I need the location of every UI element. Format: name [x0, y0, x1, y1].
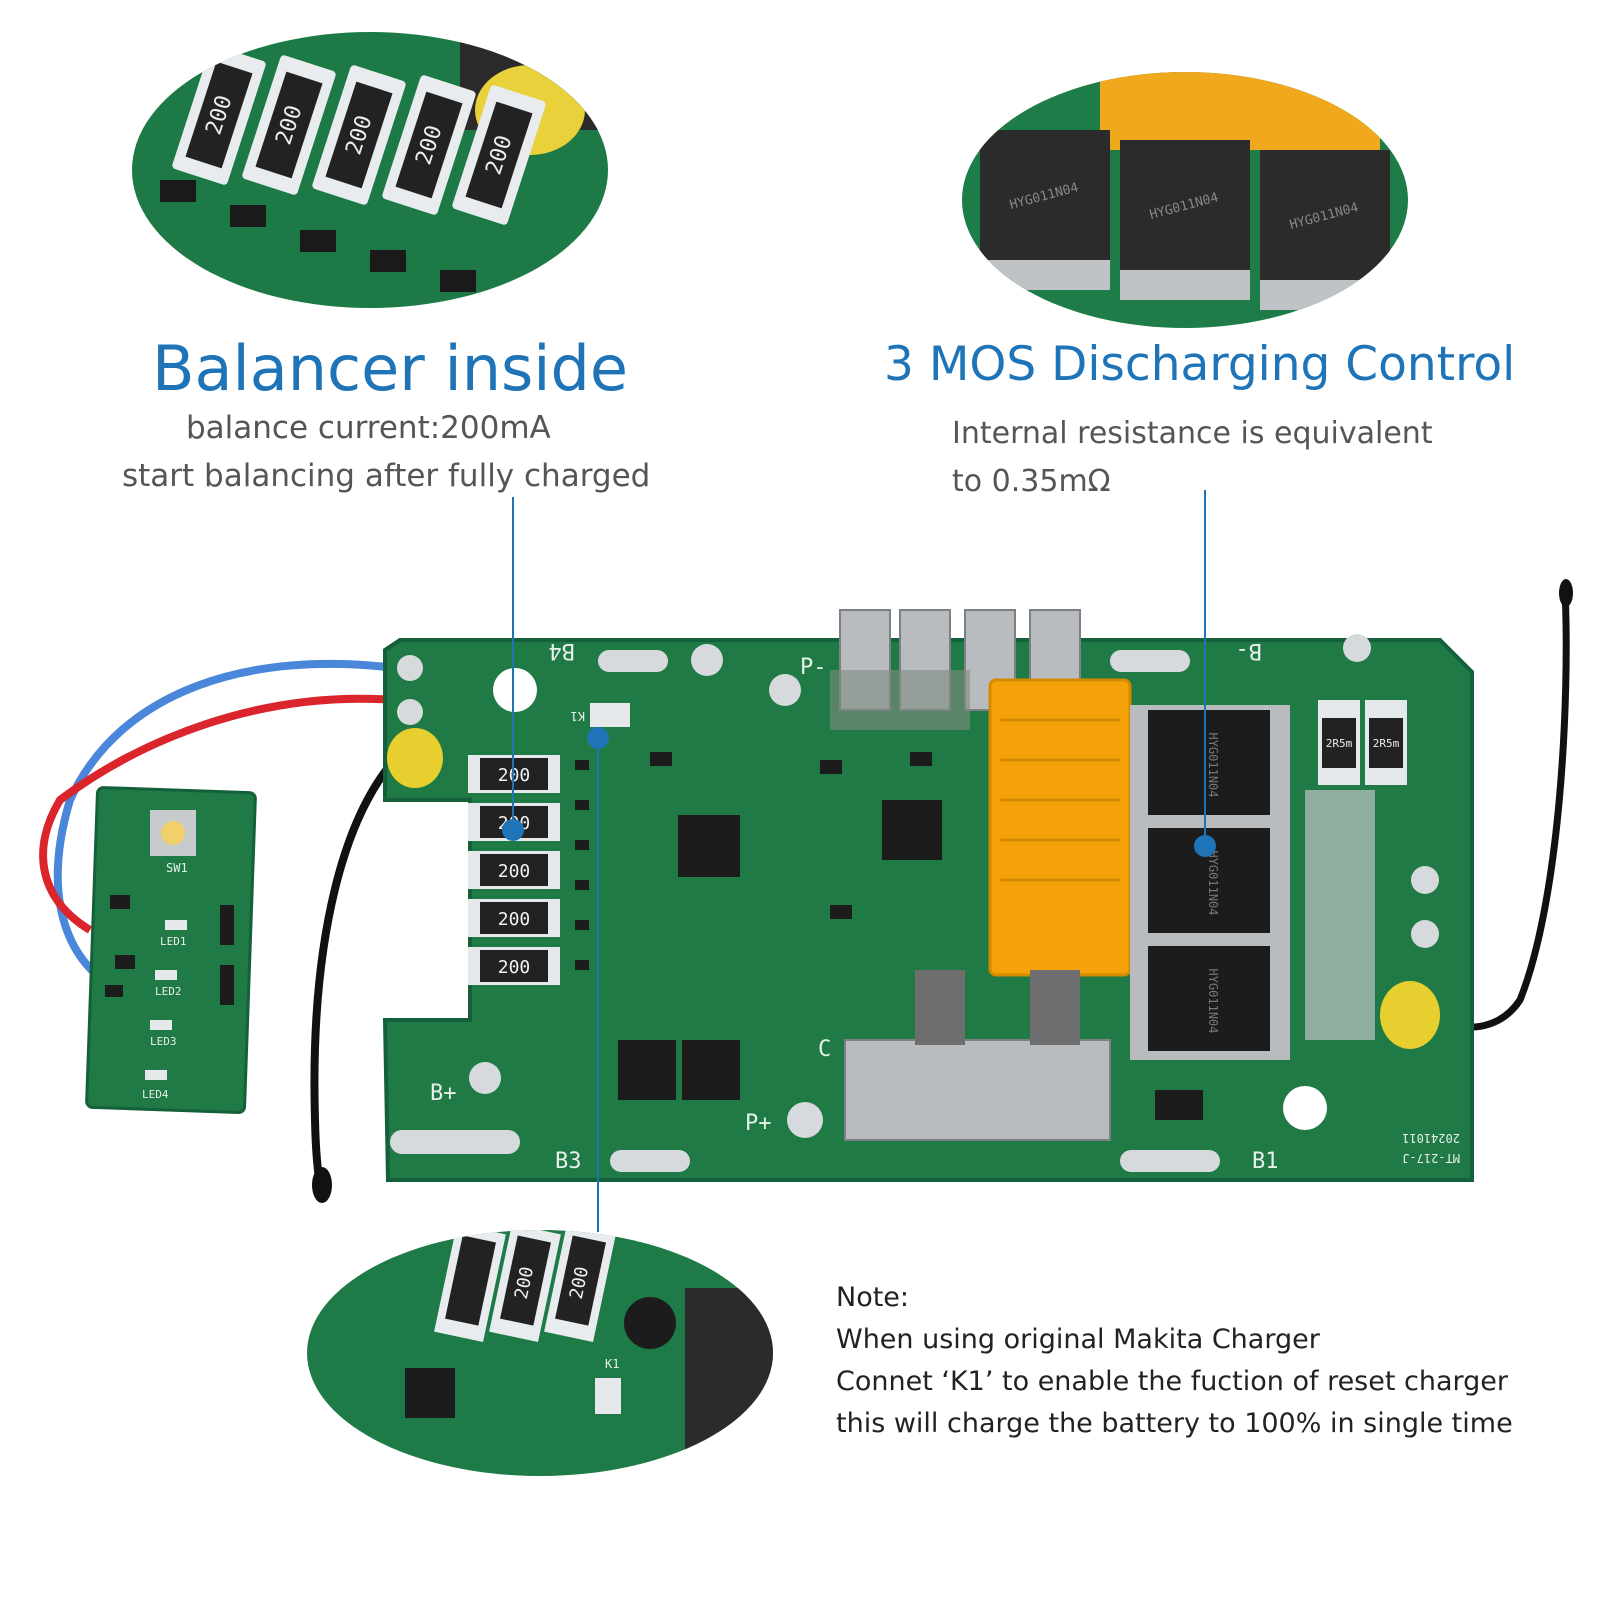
led-label-2: LED2: [155, 985, 182, 998]
balancer-start-text: start balancing after fully charged: [122, 458, 651, 494]
k1-marker: [587, 727, 609, 749]
label-b4: B4: [549, 638, 576, 663]
mosfet-zoom-photo: HYG011N04 HYG011N04 HYG011N04: [962, 72, 1408, 328]
label-k1: K1: [571, 709, 585, 723]
note-line-1: When using original Makita Charger: [836, 1324, 1320, 1355]
label-b3: B3: [555, 1149, 582, 1174]
label-bminus: B-: [1236, 638, 1263, 663]
shunt-label: 2R5m: [1326, 737, 1353, 750]
balancer-zoom-photo: 200 200 200 200 200: [132, 32, 608, 308]
led-label-1: LED1: [160, 935, 187, 948]
label-b1: B1: [1252, 1149, 1279, 1174]
mos-title: 3 MOS Discharging Control: [884, 337, 1516, 392]
label-board-date: 20241011: [1402, 1131, 1460, 1145]
label-bplus: B+: [430, 1081, 457, 1106]
mos-resistance-value: to 0.35mΩ: [952, 464, 1111, 499]
shunt-label: 2R5m: [1373, 737, 1400, 750]
label-pminus: P-: [800, 655, 827, 680]
zoom-k1-label: K1: [605, 1357, 619, 1371]
led-label-3: LED3: [150, 1035, 177, 1048]
mos-marker: [1194, 835, 1216, 857]
note-line-3: this will charge the battery to 100% in …: [836, 1408, 1513, 1439]
label-pplus: P+: [745, 1111, 772, 1136]
note-label: Note:: [836, 1282, 910, 1313]
led-board-switch-label: SW1: [166, 861, 188, 875]
k1-zoom-photo: 200 200 K1: [307, 1230, 773, 1476]
led-label-4: LED4: [142, 1088, 169, 1101]
note-block: Note: When using original Makita Charger…: [836, 1277, 1513, 1445]
note-line-2: Connet ‘K1’ to enable the fuction of res…: [836, 1366, 1509, 1397]
label-c: C: [818, 1037, 831, 1062]
led-board: SW1 LED1 LED2 LED3 LED4: [85, 786, 257, 1114]
mos-part-label: HYG011N04: [1206, 850, 1220, 915]
balancer-resistor-label: 200: [498, 909, 531, 930]
balancer-resistor-label: 200: [498, 861, 531, 882]
label-board-code: MT-217-J: [1402, 1151, 1460, 1165]
balancer-current-text: balance current:200mA: [186, 410, 551, 446]
pcb-illustration: 200 200 200 200 200 HYG011N04 HYG011N04 …: [39, 579, 1573, 1203]
balancer-marker: [502, 819, 524, 841]
balancer-title: Balancer inside: [152, 332, 629, 405]
mos-resistance-text: Internal resistance is equivalent: [952, 416, 1433, 451]
mos-part-label: HYG011N04: [1206, 968, 1220, 1033]
balancer-resistor-label: 200: [498, 957, 531, 978]
mos-part-label: HYG011N04: [1206, 732, 1220, 797]
